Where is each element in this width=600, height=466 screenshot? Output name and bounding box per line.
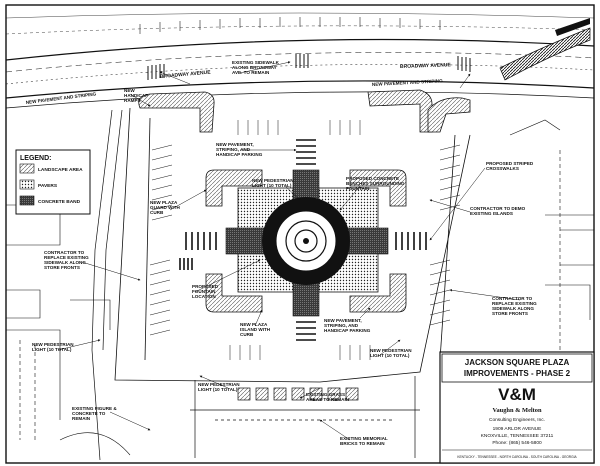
firm-address-line1: 1909 ARLOR AVENUE — [493, 426, 542, 432]
plaza-corner-islands — [205, 169, 407, 313]
legend-label-concrete: CONCRETE BAND — [38, 199, 81, 205]
label-new-plaza-guard: NEW PLAZA GUARD WITH CURB — [150, 200, 181, 215]
legend-swatch-landscape — [19, 163, 35, 174]
street-label-broadway-right: BROADWAY AVENUE — [400, 62, 452, 70]
broadway-crosswalk-right — [457, 56, 471, 72]
street-label-broadway-left: BROADWAY AVENUE — [160, 70, 212, 80]
parking-lot-outline — [114, 107, 471, 383]
label-existing-memorial: EXISTING MEMORIAL BRICKS TO REMAIN — [340, 436, 389, 446]
label-existing-grass: EXISTING GRASS AREAS TO REMAIN — [306, 392, 350, 402]
entrance-island-center — [367, 89, 433, 133]
right-ramp-structure — [499, 18, 591, 81]
leader-lines — [57, 61, 521, 441]
legend-label-landscape: LANDSCAPE AREA — [38, 167, 83, 173]
left-curb-lines — [91, 109, 123, 461]
label-handicap-ramps: NEW HANDICAP RAMPS — [124, 88, 149, 103]
rail-line — [139, 17, 441, 34]
firm-states: KENTUCKY - TENNESSEE - NORTH CAROLINA - … — [457, 455, 577, 459]
label-new-pedestrian-light-top: NEW PEDESTRIAN LIGHT (10 TOTAL) — [252, 178, 295, 188]
label-existing-figure: EXISTING FIGURE & CONCRETE TO REMAIN — [72, 406, 118, 421]
bottom-walkway — [190, 376, 420, 458]
broadway-crosswalk-left — [147, 64, 165, 80]
label-contractor-demo: CONTRACTOR TO DEMO EXISTING ISLANDS — [470, 206, 527, 216]
left-buildings — [6, 204, 131, 456]
right-buildings — [509, 119, 595, 350]
legend: LEGEND: LANDSCAPE AREA PAVERS CONCRETE B… — [15, 149, 91, 215]
firm-phone: Phone: (865) 546-5800 — [492, 440, 542, 446]
firm-subtitle: Consulting Engineers, Inc. — [489, 417, 545, 423]
label-proposed-concrete-benches: PROPOSED CONCRETE BENCHES SURROUNDING FO… — [346, 176, 406, 191]
label-new-pavement-lower: NEW PAVEMENT, STRIPING, AND HANDICAP PAR… — [324, 318, 371, 333]
label-new-pavement-center: NEW PAVEMENT, STRIPING, AND HANDICAP PAR… — [216, 142, 263, 157]
title-block-header — [441, 353, 593, 383]
legend-title: LEGEND: — [20, 155, 52, 162]
entrance-island-left — [138, 91, 215, 133]
firm-logo: V&M — [498, 385, 536, 404]
title-block: JACKSON SQUARE PLAZA IMPROVEMENTS - PHAS… — [439, 351, 595, 464]
fountain — [262, 197, 350, 285]
label-contractor-replace-left: CONTRACTOR TO REPLACE EXISTING SIDEWALK … — [44, 250, 90, 270]
legend-label-pavers: PAVERS — [38, 183, 58, 189]
parking-stalls — [149, 120, 461, 360]
drawing-title-line1: JACKSON SQUARE PLAZA — [465, 358, 570, 367]
label-new-pedestrian-light-right: NEW PEDESTRIAN LIGHT (10 TOTAL) — [370, 348, 413, 358]
label-proposed-striped-crosswalks: PROPOSED STRIPED CROSSWALKS — [486, 161, 535, 171]
label-new-pavement-right: NEW PAVEMENT AND STRIPING — [372, 78, 443, 87]
plaza-crosswalks — [179, 139, 427, 341]
label-contractor-replace-right: CONTRACTOR TO REPLACE EXISTING SIDEWALK … — [492, 296, 538, 316]
firm-address-line2: KNOXVILLE, TENNESSEE 37211 — [481, 433, 554, 439]
drawing-title-line2: IMPROVEMENTS - PHASE 2 — [464, 369, 571, 378]
broadway-crosswalk-center — [295, 54, 309, 68]
legend-swatch-concrete — [19, 195, 35, 206]
label-new-plaza-island: NEW PLAZA ISLAND WITH CURB — [240, 322, 271, 337]
label-new-pedestrian-light-left: NEW PEDESTRIAN LIGHT (10 TOTAL) — [32, 342, 75, 352]
label-new-pedestrian-light-bottom: NEW PEDESTRIAN LIGHT (10 TOTAL) — [198, 382, 241, 392]
firm-name: Vaughn & Melton — [492, 407, 542, 414]
label-proposed-fountain: PROPOSED FOUNTAIN LOCATION — [192, 284, 219, 299]
label-existing-sidewalk: EXISTING SIDEWALK ALONG BROADWAY AVE. TO… — [232, 60, 280, 75]
bottom-landscape-boxes — [237, 387, 359, 401]
entrance-island-right — [427, 97, 471, 133]
legend-swatch-pavers — [19, 179, 35, 190]
